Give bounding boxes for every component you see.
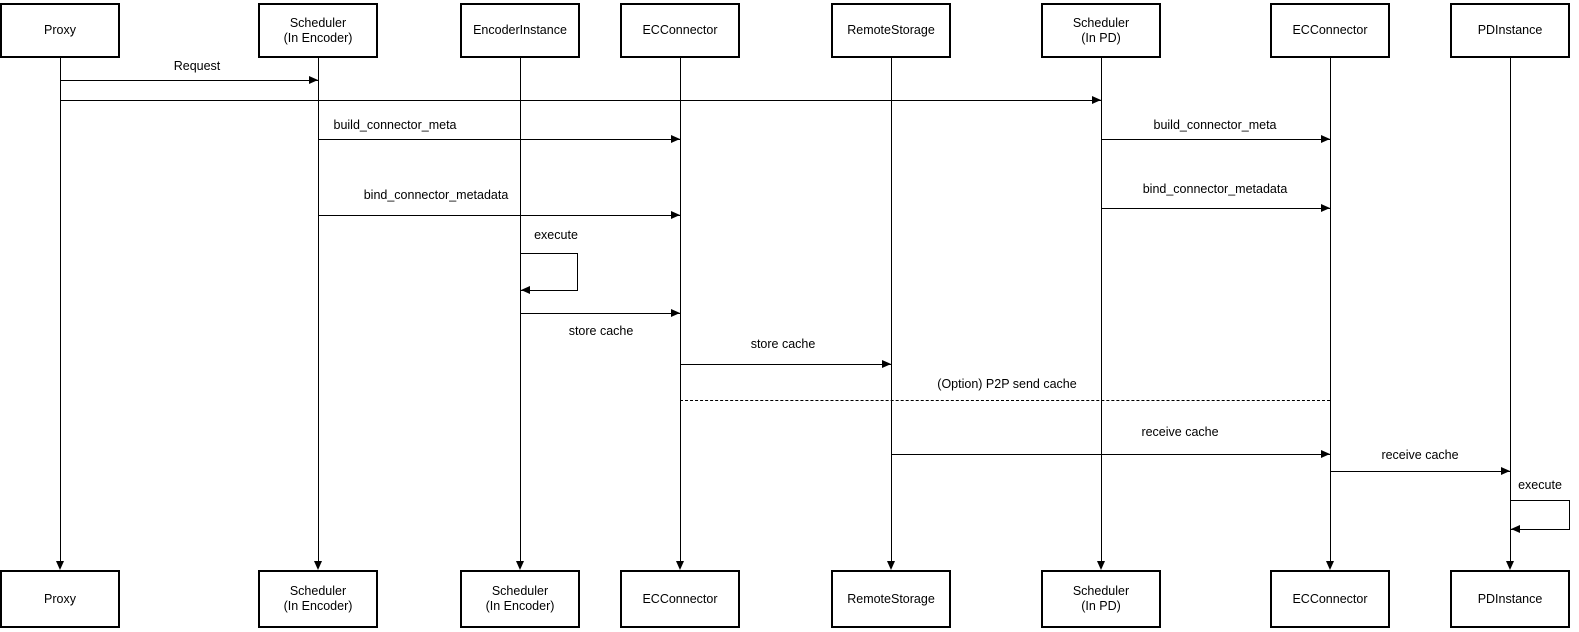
message-store-cache-6-line xyxy=(520,313,680,314)
message-request-0-line xyxy=(60,80,318,81)
lifeline-remote-storage xyxy=(890,58,892,561)
actor-top-box-remote-storage: RemoteStorage xyxy=(831,3,951,58)
message-unlabeled-1-arrowhead xyxy=(1092,96,1101,104)
message-bind-connector-metadata-5-label: bind_connector_metadata xyxy=(1140,182,1290,196)
message-store-cache-6-arrowhead xyxy=(671,309,680,317)
message-bind-connector-metadata-4-arrowhead xyxy=(671,211,680,219)
self-loop-execute-1-label: execute xyxy=(1516,478,1564,492)
lifeline-end-arrow-encoder-instance xyxy=(516,561,524,570)
lifeline-scheduler-encoder xyxy=(317,58,319,561)
actor-bottom-box-ec-connector-1: ECConnector xyxy=(620,570,740,628)
lifeline-end-arrow-ec-connector-1 xyxy=(676,561,684,570)
actor-top-box-scheduler-pd: Scheduler (In PD) xyxy=(1041,3,1161,58)
message-store-cache-7-label: store cache xyxy=(748,337,818,351)
message-receive-cache-9-label: receive cache xyxy=(1139,425,1221,439)
message-request-0-arrowhead xyxy=(309,76,318,84)
actor-top-box-scheduler-encoder: Scheduler (In Encoder) xyxy=(258,3,378,58)
message-bind-connector-metadata-4-label: bind_connector_metadata xyxy=(361,188,511,202)
message-store-cache-6-label: store cache xyxy=(566,324,636,338)
message-option-p2p-send-cache-8-line xyxy=(680,400,1330,401)
self-loop-execute-0-label: execute xyxy=(532,228,580,242)
lifeline-scheduler-pd xyxy=(1100,58,1102,561)
message-build-connector-meta-2-label: build_connector_meta xyxy=(331,118,459,132)
message-build-connector-meta-3-line xyxy=(1101,139,1330,140)
lifeline-end-arrow-ec-connector-2 xyxy=(1326,561,1334,570)
actor-bottom-box-scheduler-pd: Scheduler (In PD) xyxy=(1041,570,1161,628)
message-build-connector-meta-2-line xyxy=(318,139,680,140)
actor-bottom-box-scheduler-encoder: Scheduler (In Encoder) xyxy=(258,570,378,628)
message-build-connector-meta-3-arrowhead xyxy=(1321,135,1330,143)
lifeline-end-arrow-pd-instance xyxy=(1506,561,1514,570)
actor-top-box-pd-instance: PDInstance xyxy=(1450,3,1570,58)
message-store-cache-7-arrowhead xyxy=(882,360,891,368)
actor-top-box-ec-connector-2: ECConnector xyxy=(1270,3,1390,58)
lifeline-end-arrow-scheduler-encoder xyxy=(314,561,322,570)
message-bind-connector-metadata-4-line xyxy=(318,215,680,216)
actor-bottom-box-remote-storage: RemoteStorage xyxy=(831,570,951,628)
lifeline-end-arrow-proxy xyxy=(56,561,64,570)
message-bind-connector-metadata-5-arrowhead xyxy=(1321,204,1330,212)
lifeline-proxy xyxy=(59,58,61,561)
lifeline-pd-instance xyxy=(1509,58,1511,561)
lifeline-end-arrow-scheduler-pd xyxy=(1097,561,1105,570)
message-receive-cache-10-line xyxy=(1330,471,1510,472)
self-loop-execute-1-arrowhead xyxy=(1511,525,1520,533)
message-receive-cache-9-arrowhead xyxy=(1321,450,1330,458)
actor-bottom-box-encoder-instance: Scheduler (In Encoder) xyxy=(460,570,580,628)
message-receive-cache-10-arrowhead xyxy=(1501,467,1510,475)
actor-top-box-encoder-instance: EncoderInstance xyxy=(460,3,580,58)
message-bind-connector-metadata-5-line xyxy=(1101,208,1330,209)
self-loop-execute-0-arrowhead xyxy=(521,286,530,294)
actor-bottom-box-ec-connector-2: ECConnector xyxy=(1270,570,1390,628)
message-request-0-label: Request xyxy=(171,59,223,73)
actor-top-box-ec-connector-1: ECConnector xyxy=(620,3,740,58)
message-build-connector-meta-2-arrowhead xyxy=(671,135,680,143)
actor-top-box-proxy: Proxy xyxy=(0,3,120,58)
message-receive-cache-10-label: receive cache xyxy=(1379,448,1461,462)
actor-bottom-box-proxy: Proxy xyxy=(0,570,120,628)
message-option-p2p-send-cache-8-label: (Option) P2P send cache xyxy=(935,377,1079,391)
message-receive-cache-9-line xyxy=(891,454,1330,455)
lifeline-ec-connector-2 xyxy=(1329,58,1331,561)
actor-bottom-box-pd-instance: PDInstance xyxy=(1450,570,1570,628)
lifeline-ec-connector-1 xyxy=(679,58,681,561)
message-unlabeled-1-line xyxy=(60,100,1101,101)
message-store-cache-7-line xyxy=(680,364,891,365)
lifeline-encoder-instance xyxy=(519,58,521,561)
message-build-connector-meta-3-label: build_connector_meta xyxy=(1151,118,1279,132)
self-loop-execute-1-shape xyxy=(1510,500,1570,530)
self-loop-execute-0-shape xyxy=(520,253,578,291)
lifeline-end-arrow-remote-storage xyxy=(887,561,895,570)
